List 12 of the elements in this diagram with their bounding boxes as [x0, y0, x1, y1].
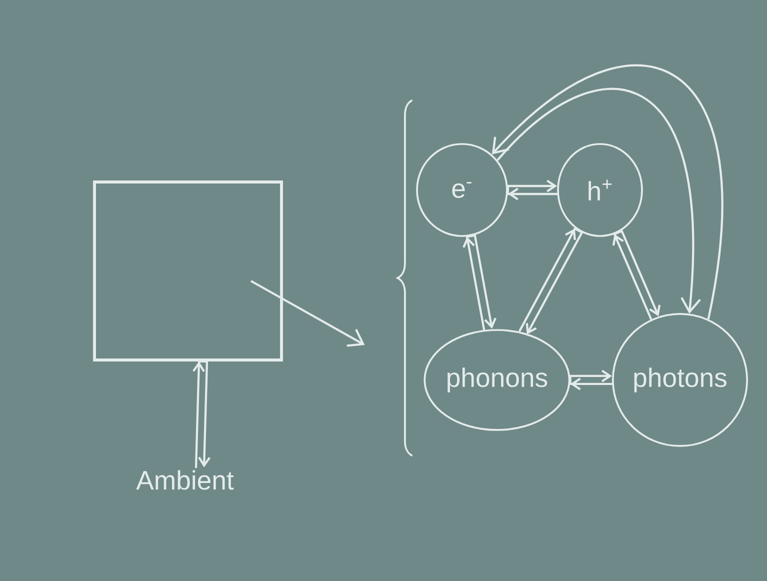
equilibrium-arrows: [462, 234, 496, 332]
arrow: [492, 64, 724, 320]
equilibrium-arrows: [192, 360, 210, 468]
chalk-box: [93, 180, 283, 362]
equilibrium-arrows: [569, 370, 614, 390]
equilibrium-arrows: [518, 228, 584, 334]
handwritten-label: Ambient: [136, 470, 234, 490]
arrow: [250, 280, 365, 347]
equilibrium-arrows: [612, 230, 661, 320]
arrow: [496, 88, 701, 314]
equilibrium-arrows: [506, 180, 558, 200]
curly-brace: [396, 99, 413, 456]
